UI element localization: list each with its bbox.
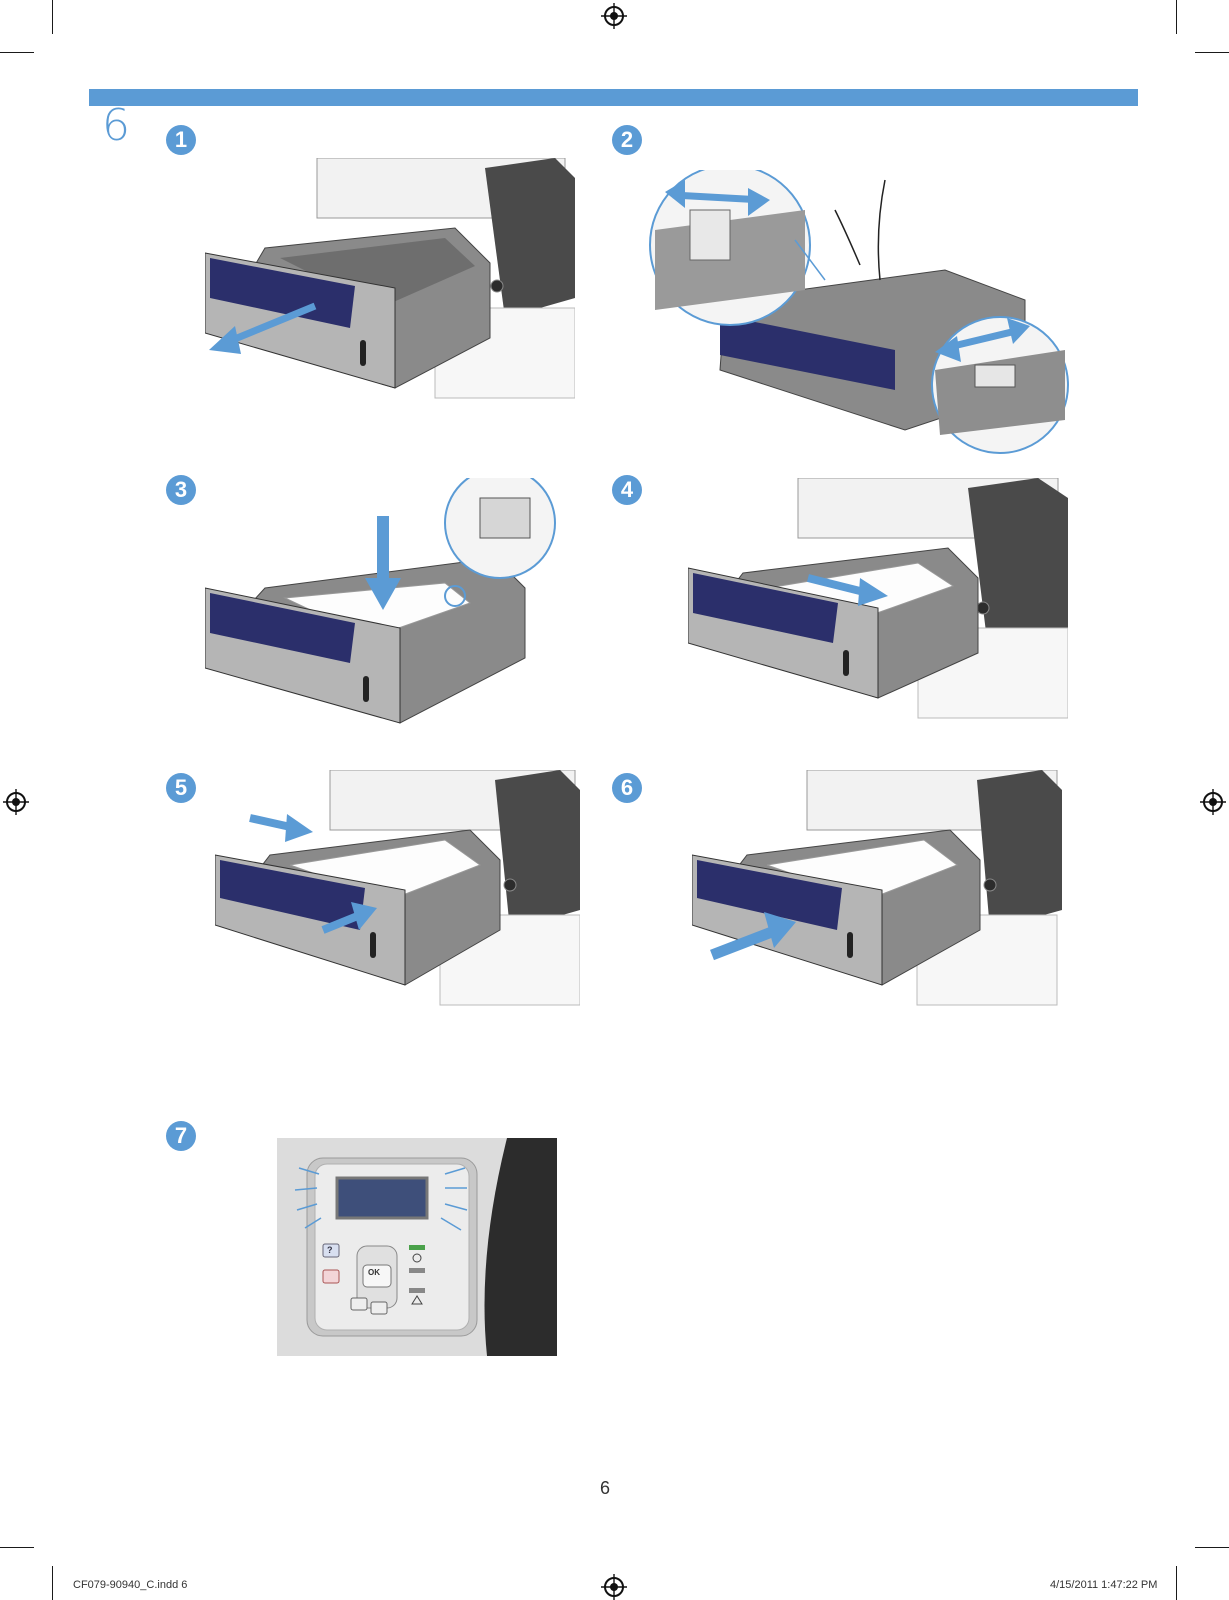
align-paper-illustration [688,478,1068,719]
ok-button-label: OK [368,1268,380,1277]
crop-mark [1176,1566,1177,1600]
close-tray-illustration [692,770,1062,1006]
slug-file: CF079-90940_C.indd 6 [73,1579,188,1591]
crop-mark [52,0,53,34]
step-badge-5: 5 [166,773,196,803]
control-panel-illustration [277,1138,557,1356]
crop-mark [0,1547,34,1548]
crop-mark [0,52,34,53]
registration-mark-icon [3,789,29,815]
slug-timestamp: 4/15/2011 1:47:22 PM [1050,1579,1158,1591]
adjust-guides-illustration [649,170,1069,454]
adjust-width-guide-illustration [215,770,580,1006]
step-badge-3: 3 [166,475,196,505]
section-number: 6 [102,100,130,151]
registration-mark-icon [601,1574,627,1600]
crop-mark [1195,52,1229,53]
page-number: 6 [600,1478,611,1498]
load-paper-illustration [205,478,556,724]
step-badge-1: 1 [166,125,196,155]
step-badge-4: 4 [612,475,642,505]
registration-mark-icon [1200,789,1226,815]
step-badge-2: 2 [612,125,642,155]
crop-mark [1176,0,1177,34]
registration-mark-icon [601,3,627,29]
tray-open-illustration [205,158,575,399]
step-badge-7: 7 [166,1121,196,1151]
help-button-label: ? [327,1245,333,1255]
step-badge-6: 6 [612,773,642,803]
crop-mark [1195,1547,1229,1548]
header-bar [89,89,1138,106]
crop-mark [52,1566,53,1600]
